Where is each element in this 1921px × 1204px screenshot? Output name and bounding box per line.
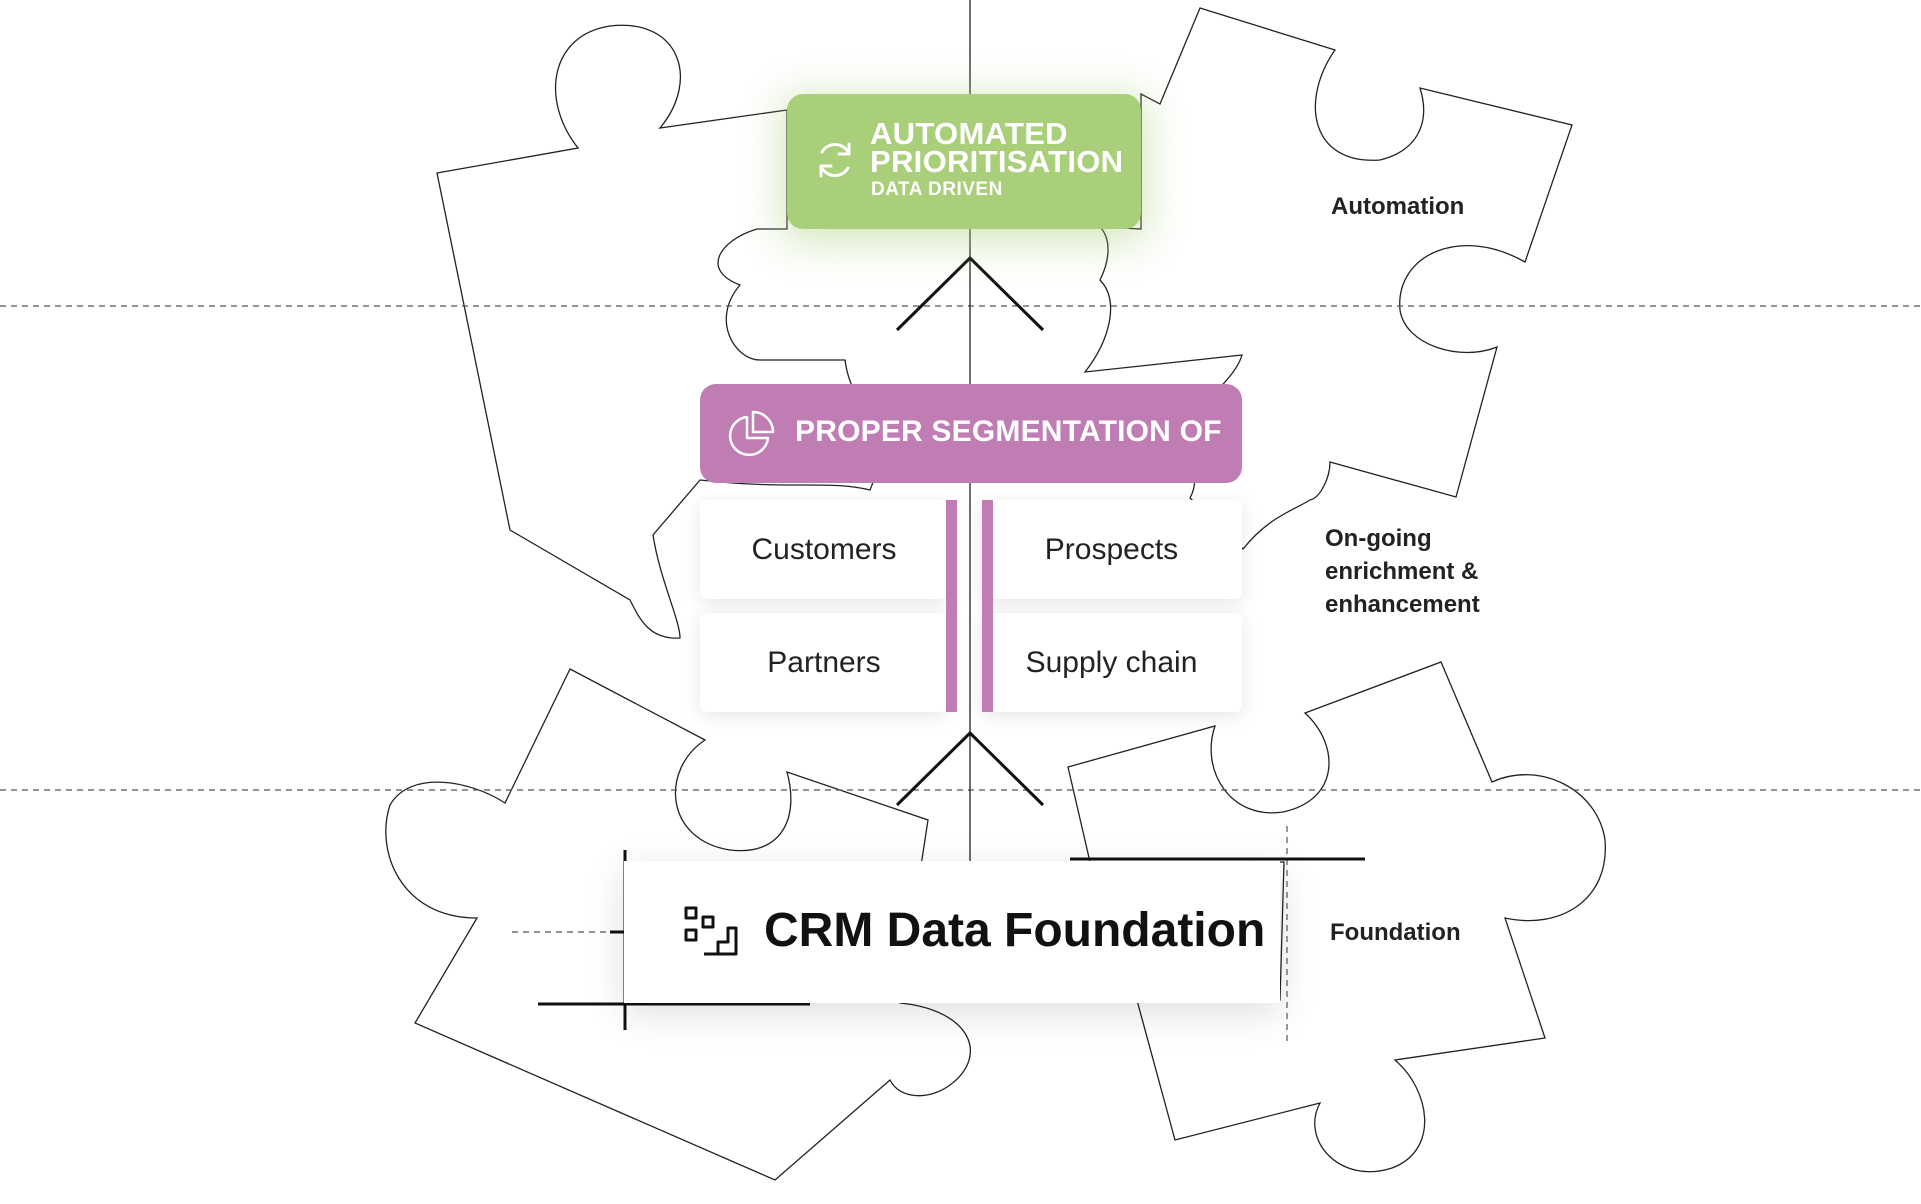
pie-chart-icon: [728, 410, 775, 457]
automated-prioritisation-card: AUTOMATED PRIORITISATION DATA DRIVEN: [787, 94, 1141, 229]
segment-customers: Customers: [700, 500, 948, 599]
chevron-up-upper-icon: [895, 255, 1045, 332]
label-enrichment-line2: enrichment &: [1325, 558, 1479, 585]
puzzle-piece-top-left: [436, 24, 891, 639]
segmentation-title: PROPER SEGMENTATION OF: [795, 415, 1222, 448]
crm-data-foundation-card: CRM Data Foundation: [624, 861, 1280, 1003]
segmentation-header-card: PROPER SEGMENTATION OF: [700, 384, 1242, 483]
puzzle-piece-bottom-right: [1067, 661, 1606, 1173]
puzzle-piece-top-right: [1067, 7, 1573, 550]
automated-title-line1: AUTOMATED: [870, 116, 1068, 151]
label-enrichment-line1: On-going: [1325, 525, 1432, 552]
puzzle-piece-bottom-left: [385, 668, 972, 1181]
label-enrichment: On-going enrichment & enhancement: [1325, 522, 1525, 621]
segment-partners: Partners: [700, 613, 948, 712]
crm-foundation-title: CRM Data Foundation: [764, 904, 1266, 957]
automated-title-line2: PRIORITISATION: [870, 144, 1124, 179]
automated-subtitle: DATA DRIVEN: [871, 179, 1003, 200]
segment-supply-chain: Supply chain: [981, 613, 1242, 712]
segment-prospects: Prospects: [981, 500, 1242, 599]
label-enrichment-line3: enhancement: [1325, 591, 1480, 618]
label-foundation: Foundation: [1330, 919, 1461, 946]
segment-divider-right: [982, 500, 993, 712]
stairs-blocks-icon: [684, 906, 738, 956]
segment-divider-left: [946, 500, 957, 712]
refresh-icon: [819, 142, 851, 178]
label-automation: Automation: [1331, 193, 1465, 220]
chevron-up-lower-icon: [895, 730, 1045, 807]
